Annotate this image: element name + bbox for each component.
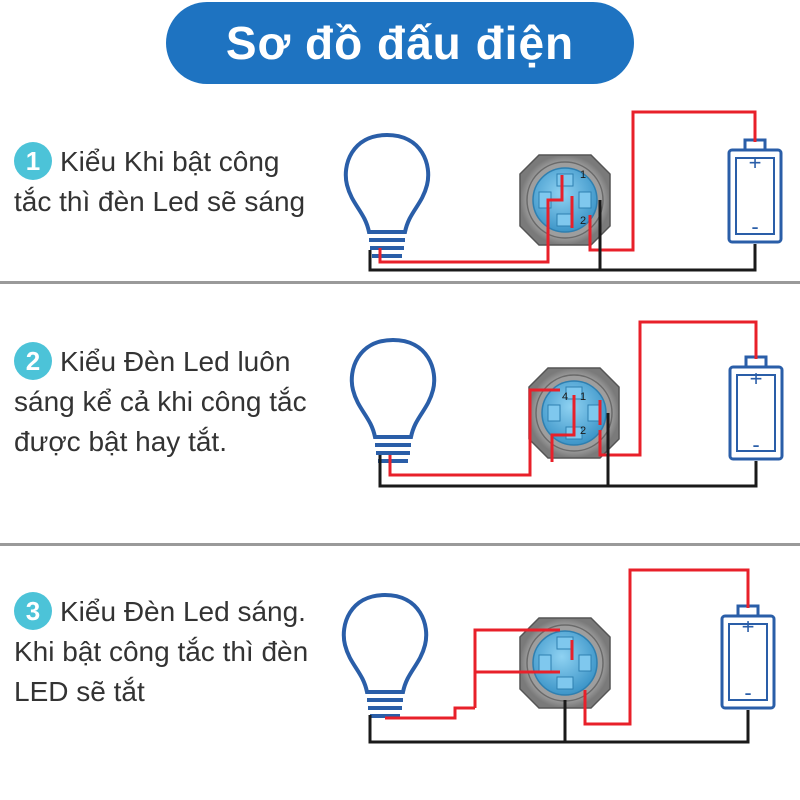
mode-3-line-1: Kiểu Đèn Led sáng. bbox=[60, 596, 306, 627]
mode-1-text: 1 Kiểu Khi bật công tắc thì đèn Led sẽ sá… bbox=[14, 142, 344, 222]
title-banner: Sơ đồ đấu điện bbox=[166, 2, 634, 84]
diagram-1: + - 1 2 bbox=[343, 110, 783, 272]
battery-minus-label: - bbox=[752, 432, 759, 457]
pin-1-label: 1 bbox=[580, 169, 586, 181]
diagram-2: + - 4 1 2 bbox=[349, 320, 784, 488]
battery-minus-label: - bbox=[751, 214, 758, 239]
battery-plus-label: + bbox=[750, 366, 763, 391]
mode-2-line-3: được bật hay tắt. bbox=[14, 426, 227, 457]
light-bulb-icon bbox=[343, 133, 431, 258]
battery-plus-label: + bbox=[742, 614, 755, 639]
row-divider-1 bbox=[0, 281, 800, 284]
pin-1-label: 1 bbox=[580, 391, 586, 403]
pin-2-label: 2 bbox=[580, 215, 586, 227]
mode-3-text: 3 Kiểu Đèn Led sáng. Khi bật công tắc thì… bbox=[14, 592, 344, 712]
mode-3-badge: 3 bbox=[14, 592, 52, 630]
page-title: Sơ đồ đấu điện bbox=[225, 17, 575, 69]
battery-plus-label: + bbox=[749, 150, 762, 175]
light-bulb-icon bbox=[341, 593, 429, 718]
mode-3-line-2: Khi bật công tắc thì đèn bbox=[14, 636, 309, 667]
mode-2-line-1: Kiểu Đèn Led luôn bbox=[60, 346, 291, 377]
diagram-3: + - bbox=[341, 568, 776, 744]
mode-2-badge: 2 bbox=[14, 342, 52, 380]
battery-minus-label: - bbox=[744, 680, 751, 705]
mode-2-line-2: sáng kể cả khi công tắc bbox=[14, 386, 307, 417]
light-bulb-icon bbox=[349, 338, 437, 463]
mode-3-line-3: LED sẽ tắt bbox=[14, 676, 145, 707]
pin-2-label: 2 bbox=[580, 425, 586, 437]
push-button-switch-icon bbox=[519, 154, 611, 246]
row-divider-2 bbox=[0, 543, 800, 546]
pin-4-label: 4 bbox=[562, 391, 568, 403]
mode-2-text: 2 Kiểu Đèn Led luôn sáng kể cả khi công t… bbox=[14, 342, 344, 462]
mode-1-line-1: Kiểu Khi bật công bbox=[60, 146, 280, 177]
mode-1-badge: 1 bbox=[14, 142, 52, 180]
mode-1-line-2: tắc thì đèn Led sẽ sáng bbox=[14, 186, 306, 217]
